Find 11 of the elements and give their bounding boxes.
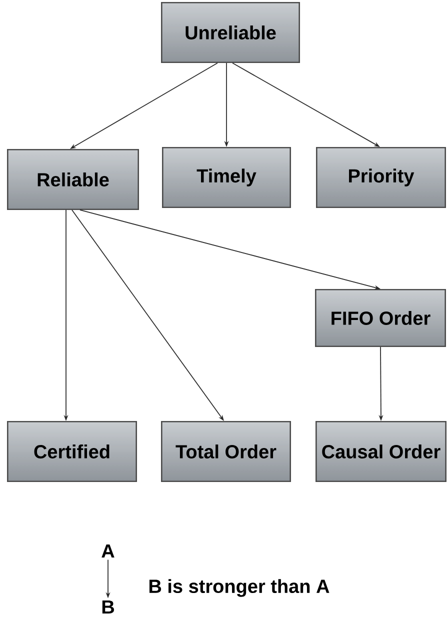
category-box: Certified bbox=[7, 421, 137, 482]
category-box: Unreliable bbox=[161, 2, 300, 63]
category-box: Causal Order bbox=[316, 421, 446, 482]
category-box: Total Order bbox=[161, 421, 291, 482]
category-box: FIFO Order bbox=[315, 289, 446, 347]
node-letter: A bbox=[102, 544, 114, 558]
category-box: Timely bbox=[162, 147, 291, 208]
category-box: Priority bbox=[316, 147, 446, 208]
category-box: Reliable bbox=[7, 149, 139, 210]
node-letter: B bbox=[102, 600, 114, 614]
note-text: B is stronger than A bbox=[149, 579, 330, 597]
